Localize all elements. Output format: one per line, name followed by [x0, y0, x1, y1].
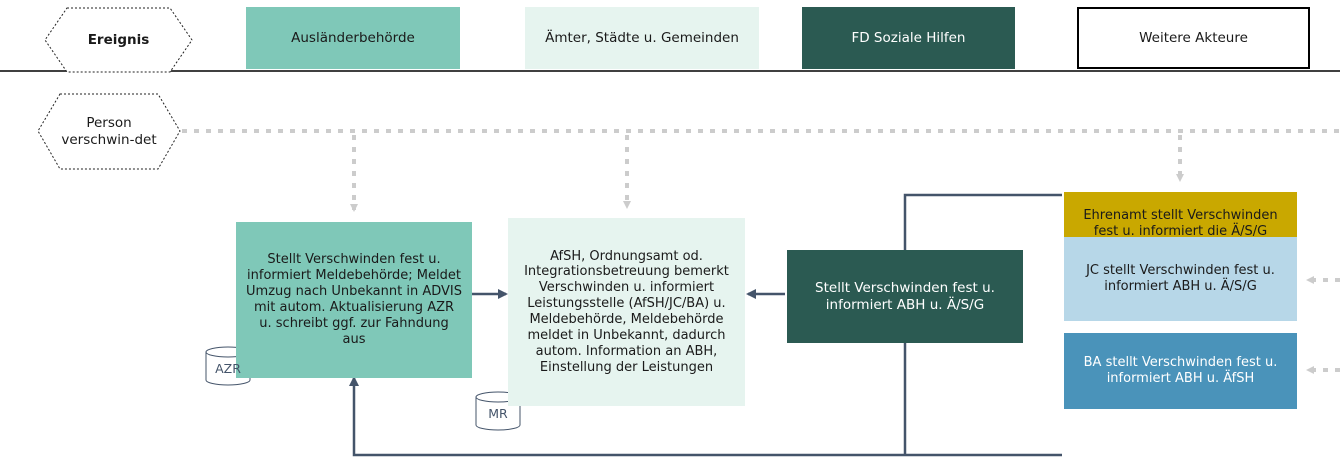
- ehrenamt-feedback-line: [903, 193, 1062, 455]
- fd-process-box: Stellt Verschwinden fest u. informiert A…: [787, 250, 1023, 343]
- event-hexagon-shape: [37, 93, 181, 170]
- bottom-return-arrow: [349, 376, 1062, 457]
- legend-auslaenderbehoerde: Ausländerbehörde: [246, 7, 460, 69]
- aemter-process-box: AfSH, Ordnungsamt od. Integrationsbetreu…: [508, 218, 745, 406]
- legend-aemter: Ämter, Städte u. Gemeinden: [525, 7, 759, 69]
- legend-ereignis: Ereignis: [87, 31, 150, 48]
- ba-box: BA stellt Verschwinden fest u. informier…: [1064, 333, 1297, 409]
- legend-weitere-akteure: Weitere Akteure: [1077, 7, 1310, 69]
- legend-fd-soziale-hilfen: FD Soziale Hilfen: [802, 7, 1015, 69]
- jc-box: JC stellt Verschwinden fest u. informier…: [1064, 237, 1297, 321]
- mr-database-label: MR: [488, 406, 508, 421]
- event-person-verschwindet: Person verschwin-det: [61, 115, 157, 148]
- azr-database-label: AZR: [215, 361, 241, 376]
- abh-process-box: Stellt Verschwinden fest u. informiert M…: [236, 222, 472, 378]
- legend-ereignis-shape: [44, 7, 193, 73]
